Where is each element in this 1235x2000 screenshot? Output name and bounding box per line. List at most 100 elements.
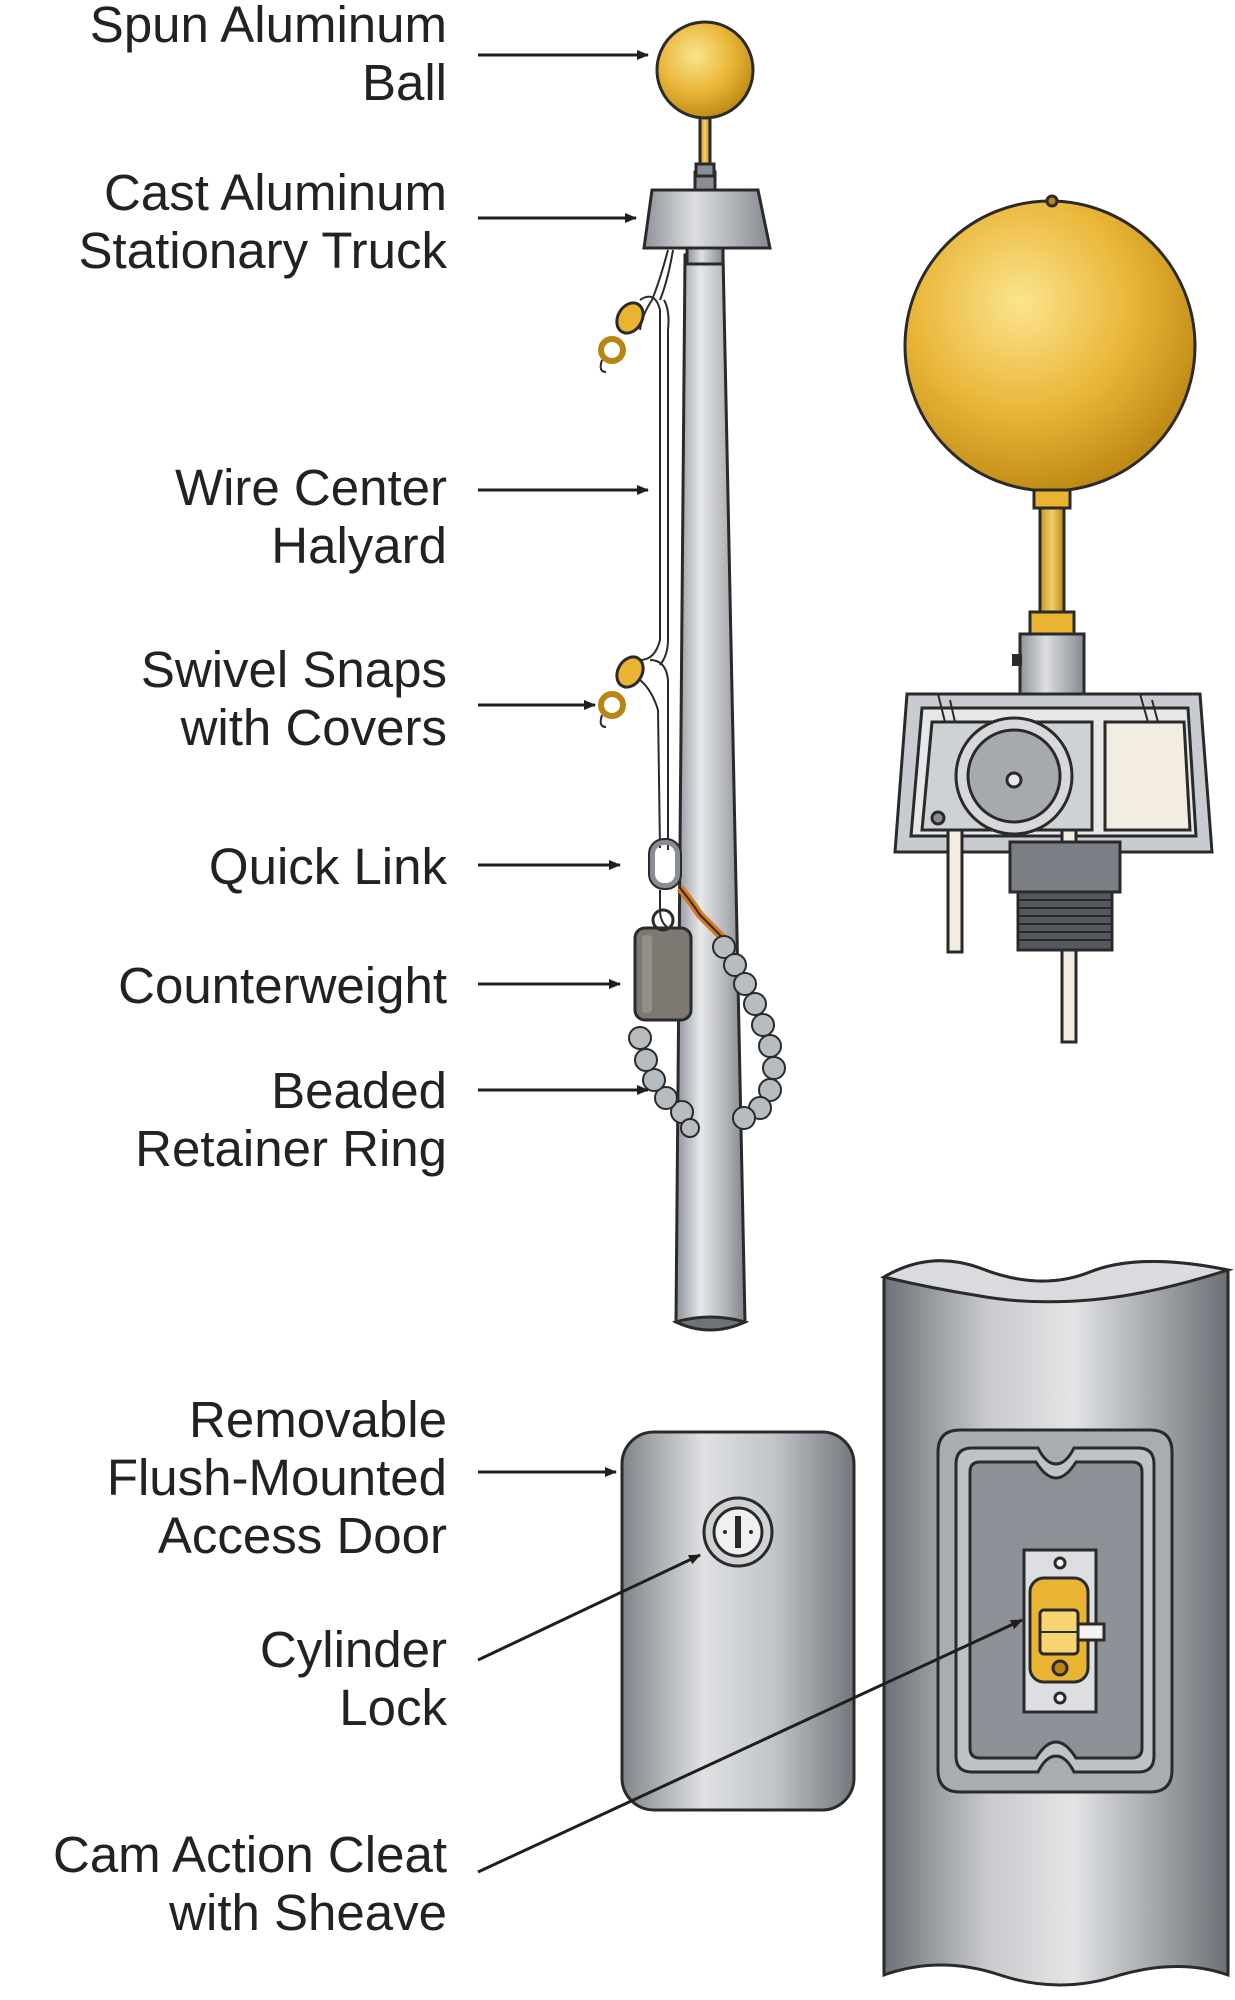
ball bbox=[655, 20, 755, 120]
bead bbox=[743, 992, 767, 1016]
detail-truck-right-panel bbox=[1103, 720, 1192, 832]
leader-lock bbox=[477, 1553, 701, 1662]
bead bbox=[680, 1118, 700, 1138]
cam-action-cleat bbox=[1028, 1576, 1106, 1684]
label-lock-line-1: Cylinder bbox=[260, 1621, 447, 1678]
swivel-snap-lower bbox=[598, 655, 645, 728]
label-ball-line-1: Spun Aluminum bbox=[90, 0, 447, 53]
label-cleat: Cam Action Cleat with Sheave bbox=[53, 1826, 447, 1941]
detail-rod-base bbox=[1032, 488, 1072, 510]
bead bbox=[642, 1068, 666, 1092]
label-door-line-2: Flush-Mounted bbox=[107, 1449, 447, 1506]
label-door: Removable Flush-Mounted Access Door bbox=[107, 1391, 447, 1564]
detail-nut bbox=[1008, 840, 1122, 894]
swivel-snap-upper bbox=[598, 301, 645, 373]
pole-shaft bbox=[674, 253, 747, 1324]
bead bbox=[654, 1086, 678, 1110]
halyard-assembly bbox=[598, 249, 682, 890]
snap-ring-upper bbox=[598, 336, 626, 364]
pole-section bbox=[880, 1259, 1234, 1987]
truck-body bbox=[642, 188, 772, 250]
label-ball: Spun Aluminum Ball bbox=[90, 0, 447, 111]
bead bbox=[628, 1026, 652, 1050]
key-hole-icon bbox=[735, 1516, 741, 1548]
snap-hook-lower bbox=[599, 714, 607, 728]
label-halyard-line-2: Halyard bbox=[271, 517, 447, 574]
detail-rivet bbox=[930, 810, 946, 826]
halyard-line-inner bbox=[659, 249, 674, 301]
label-truck: Cast Aluminum Stationary Truck bbox=[79, 164, 448, 279]
quick-link bbox=[648, 838, 682, 890]
snap-cover-upper bbox=[615, 301, 645, 335]
detail-guide-left bbox=[946, 828, 964, 954]
screw-icon bbox=[1053, 1556, 1067, 1570]
halyard-wire-3 bbox=[649, 659, 669, 850]
detail-ball-top-knob bbox=[1045, 194, 1059, 208]
halyard-wire-2 bbox=[659, 299, 670, 666]
pole-bottom-cut bbox=[671, 1315, 750, 1332]
stationary-truck bbox=[642, 170, 772, 250]
bead bbox=[762, 1056, 786, 1080]
bead bbox=[712, 935, 736, 959]
label-counterweight-line-1: Counterweight bbox=[118, 957, 447, 1014]
pole-collar bbox=[685, 246, 725, 266]
key-hole-dot-left bbox=[723, 1530, 727, 1534]
ball-rod-collar bbox=[694, 162, 716, 178]
label-lock: Cylinder Lock bbox=[260, 1621, 448, 1736]
label-snaps-line-2: with Covers bbox=[180, 699, 447, 756]
detail-ball bbox=[903, 199, 1197, 493]
label-snaps-line-1: Swivel Snaps bbox=[141, 641, 447, 698]
halyard-wire-4 bbox=[639, 679, 661, 849]
truck-detail bbox=[893, 194, 1214, 1044]
beaded-retainer-ring bbox=[628, 935, 786, 1138]
quick-link-outline bbox=[648, 838, 682, 890]
bead bbox=[733, 972, 757, 996]
flagpole bbox=[671, 246, 750, 1332]
label-halyard: Wire Center Halyard bbox=[175, 459, 447, 574]
detail-spindle bbox=[1018, 632, 1086, 696]
label-door-line-3: Access Door bbox=[158, 1507, 447, 1564]
cylinder-lock bbox=[702, 1496, 774, 1568]
bead bbox=[732, 1106, 756, 1130]
bead bbox=[723, 953, 747, 977]
label-lock-line-2: Lock bbox=[339, 1679, 447, 1736]
bead bbox=[634, 1048, 658, 1072]
label-retainer: Beaded Retainer Ring bbox=[135, 1062, 447, 1177]
snap-ring-lower bbox=[598, 691, 626, 719]
snap-hook-upper bbox=[599, 359, 607, 373]
leader-cleat bbox=[477, 1618, 1023, 1874]
label-cleat-line-1: Cam Action Cleat bbox=[53, 1826, 447, 1883]
screw-icon bbox=[1053, 1691, 1067, 1705]
bead bbox=[758, 1078, 782, 1102]
label-retainer-line-2: Retainer Ring bbox=[135, 1120, 447, 1177]
cam-cleat-sheave bbox=[1051, 1659, 1069, 1677]
detail-rod-collar bbox=[1028, 610, 1076, 636]
spun-aluminum-ball bbox=[655, 20, 755, 178]
label-ball-line-2: Ball bbox=[362, 54, 447, 111]
detail-thread-lines bbox=[1018, 899, 1112, 941]
counterweight-eye bbox=[651, 908, 675, 932]
detail-truck-tab-right bbox=[1139, 693, 1160, 723]
counterweight-assembly bbox=[633, 885, 728, 1022]
label-quick-link: Quick Link bbox=[209, 838, 448, 895]
label-counterweight: Counterweight bbox=[118, 957, 447, 1014]
label-retainer-line-1: Beaded bbox=[271, 1062, 447, 1119]
label-snaps: Swivel Snaps with Covers bbox=[141, 641, 447, 756]
label-cleat-line-2: with Sheave bbox=[168, 1884, 447, 1941]
bead bbox=[758, 1034, 782, 1058]
counterweight-chain-outline bbox=[679, 887, 726, 941]
cam-cleat-lever bbox=[1076, 1622, 1106, 1642]
halyard-wire-1 bbox=[639, 295, 661, 661]
detail-sheave-axle bbox=[1005, 771, 1023, 789]
snap-cover-lower bbox=[615, 655, 645, 689]
label-truck-line-1: Cast Aluminum bbox=[104, 164, 447, 221]
label-truck-line-2: Stationary Truck bbox=[79, 222, 448, 279]
key-hole-dot-right bbox=[749, 1530, 753, 1534]
label-door-line-1: Removable bbox=[189, 1391, 447, 1448]
detail-set-screw bbox=[1012, 654, 1022, 666]
label-halyard-line-1: Wire Center bbox=[175, 459, 447, 516]
leader-lines bbox=[477, 50, 1023, 1874]
access-door bbox=[620, 1430, 856, 1812]
label-quick-link-line-1: Quick Link bbox=[209, 838, 448, 895]
